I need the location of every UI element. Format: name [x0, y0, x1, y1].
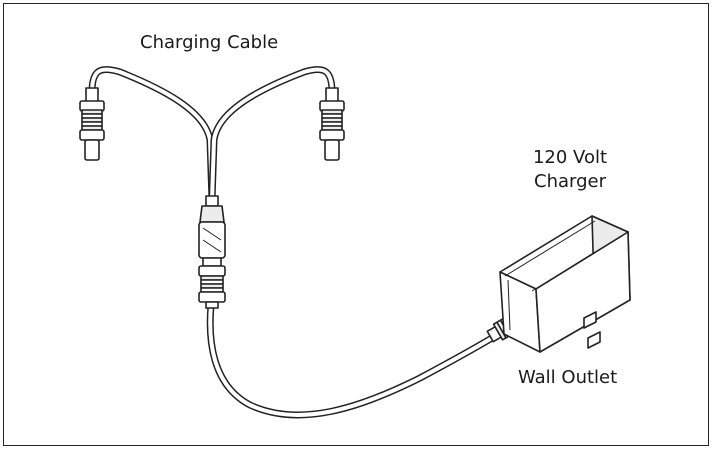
wall-outlet-label: Wall Outlet: [518, 367, 618, 388]
wall-charger-body: [499, 215, 631, 353]
charger-cable: [206, 301, 496, 419]
quick-disconnect-connector: [198, 195, 226, 309]
charger-label-line1: 120 Volt: [532, 147, 608, 168]
charging-cable-label: Charging Cable: [140, 32, 279, 53]
charger-label: 120 Volt Charger: [520, 146, 620, 194]
charger-label-line2: Charger: [534, 171, 606, 192]
left-plug-connector: [79, 87, 105, 161]
y-split-cable: [88, 66, 336, 204]
right-plug-connector: [319, 87, 345, 161]
